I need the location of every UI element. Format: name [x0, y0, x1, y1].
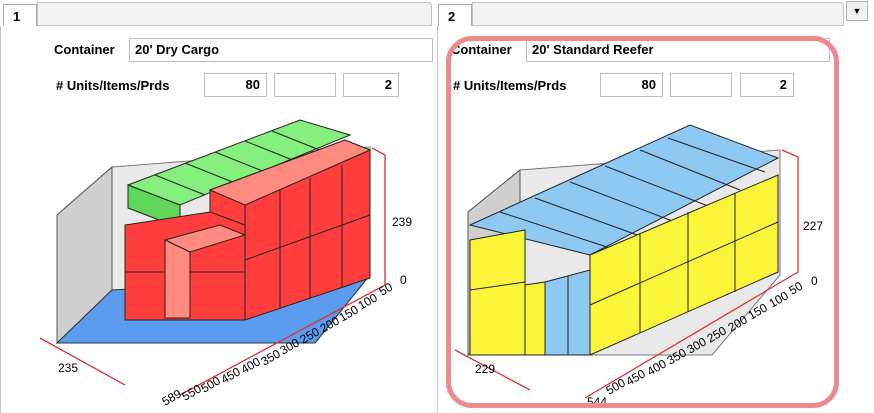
tab-1[interactable]: 1 [3, 4, 37, 26]
length-tick-label: 50 [377, 280, 396, 299]
container-field[interactable]: 20' Dry Cargo [129, 38, 433, 62]
height-tick-label: 0 [811, 274, 818, 288]
units-label: # Units/Items/Prds [56, 78, 170, 93]
product-b-stack [126, 119, 352, 229]
tab-2-header-bar [472, 2, 844, 26]
load-plan-3d-view-2[interactable]: 227 0 229 50 100 150 200 250 300 350 400… [437, 100, 874, 410]
product-a-stack [469, 174, 779, 356]
axis-lines [39, 147, 386, 396]
tab-dropdown-button[interactable]: ▼ [846, 1, 868, 21]
panel-container-2 [437, 26, 874, 413]
axis-lines [454, 149, 799, 399]
prds-field[interactable]: 2 [740, 73, 794, 97]
length-tick-label: 400 [645, 356, 670, 378]
units-label: # Units/Items/Prds [453, 78, 567, 93]
load-plan-3d-view-1[interactable]: 239 0 235 50 100 150 200 250 300 350 400… [0, 100, 436, 410]
tab-1-label: 1 [13, 9, 21, 24]
length-tick-label: 100 [356, 290, 381, 312]
length-tick-label: 450 [624, 366, 649, 388]
width-label: 229 [475, 362, 495, 376]
container-field[interactable]: 20' Standard Reefer [526, 38, 830, 62]
units-field[interactable]: 80 [204, 73, 267, 97]
length-tick-label: 544 [587, 395, 607, 409]
prds-field[interactable]: 2 [343, 73, 399, 97]
container-label: Container [451, 42, 512, 57]
tab-2[interactable]: 2 [438, 4, 472, 26]
height-tick-label: 227 [803, 219, 823, 233]
product-a-stack [124, 139, 372, 321]
length-tick-label: 589 [160, 386, 185, 408]
chevron-down-icon: ▼ [852, 6, 862, 16]
length-tick-label: 50 [787, 279, 806, 298]
length-tick-label: 100 [767, 288, 792, 310]
container-label: Container [54, 42, 115, 57]
items-field[interactable] [274, 73, 336, 97]
tab-2-label: 2 [448, 9, 456, 24]
items-field[interactable] [670, 73, 732, 97]
panel-container-1 [0, 26, 436, 413]
tab-strip: 1 2 ▼ [0, 0, 874, 26]
height-tick-label: 0 [400, 273, 407, 287]
width-label: 235 [58, 361, 78, 375]
height-tick-label: 239 [392, 215, 412, 229]
tab-1-header-bar [37, 2, 432, 26]
units-field[interactable]: 80 [600, 73, 663, 97]
